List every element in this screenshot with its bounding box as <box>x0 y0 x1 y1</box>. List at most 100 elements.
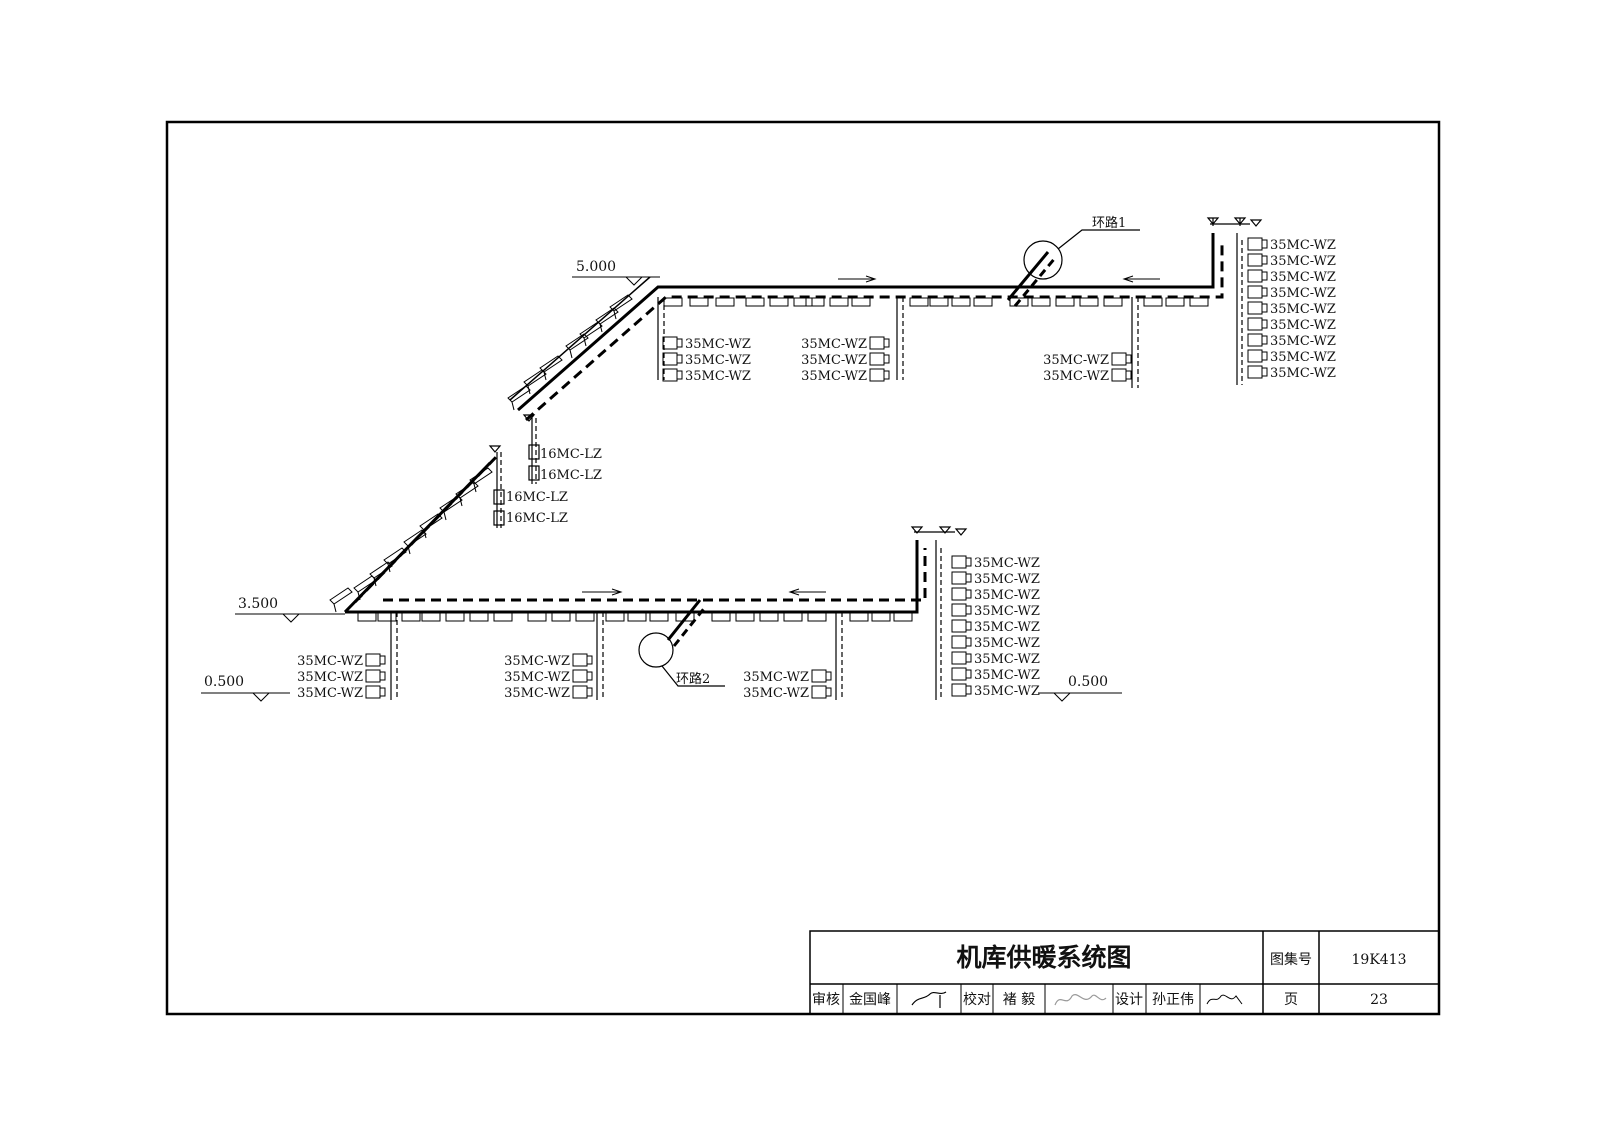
wz-unit: 35MC-WZ <box>951 571 1040 587</box>
unit-heater <box>565 333 589 359</box>
check-label: 校对 <box>963 991 991 1008</box>
unit-heater <box>445 612 465 622</box>
unit-heater <box>609 294 633 320</box>
lz-label-4: 16MC-LZ <box>506 511 568 526</box>
wz-unit-label: 35MC-WZ <box>974 556 1040 571</box>
wz-unit-label: 35MC-WZ <box>1270 318 1336 333</box>
wz-unit-label: 35MC-WZ <box>801 337 867 352</box>
wz-unit-label: 35MC-WZ <box>1270 366 1336 381</box>
wz-unit: 35MC-WZ <box>662 352 751 368</box>
wz-unit-label: 35MC-WZ <box>974 588 1040 603</box>
unit-heater <box>493 612 513 622</box>
unit-heater <box>421 612 441 622</box>
unit-heater <box>951 297 971 307</box>
reviewer-name: 金国峰 <box>849 992 891 1008</box>
wz-unit: 35MC-WZ <box>504 669 593 685</box>
wz-unit: 35MC-WZ <box>504 685 593 701</box>
wz-unit-label: 35MC-WZ <box>1270 334 1336 349</box>
elevation-0500-left-marker <box>201 692 290 702</box>
drawing-frame <box>165 120 1441 1016</box>
wz-unit: 35MC-WZ <box>801 352 890 368</box>
wz-unit: 35MC-WZ <box>504 653 593 669</box>
wz-unit-label: 35MC-WZ <box>974 572 1040 587</box>
wz-unit-label: 35MC-WZ <box>504 686 570 701</box>
wz-unit: 35MC-WZ <box>801 336 890 352</box>
unit-heater <box>627 612 647 622</box>
wz-unit-label: 35MC-WZ <box>1043 369 1109 384</box>
unit-heater <box>663 297 683 307</box>
wz-unit-label: 35MC-WZ <box>974 668 1040 683</box>
wz-unit-label: 35MC-WZ <box>1270 350 1336 365</box>
unit-heater <box>1055 297 1075 307</box>
unit-heater <box>419 513 443 539</box>
review-label: 审核 <box>812 992 840 1008</box>
wz-unit-label: 35MC-WZ <box>1270 238 1336 253</box>
unit-heater <box>1143 297 1163 307</box>
wz-unit-label: 35MC-WZ <box>297 686 363 701</box>
wz-unit: 35MC-WZ <box>951 651 1040 667</box>
unit-heater <box>403 529 427 555</box>
atlas-number: 19K413 <box>1352 952 1407 968</box>
upper-vertent-cluster <box>1206 217 1263 227</box>
upper-loop-piping <box>509 233 1224 422</box>
page-number: 23 <box>1370 992 1388 1008</box>
designer-signature <box>1206 994 1243 1005</box>
unit-heater <box>469 612 489 622</box>
lower-loop-piping <box>343 451 927 614</box>
loop2-marker <box>638 599 725 687</box>
elevation-0500-right-label: 0.500 <box>1068 674 1108 690</box>
wz-unit: 35MC-WZ <box>951 587 1040 603</box>
unit-heater <box>973 297 993 307</box>
wz-unit-label: 35MC-WZ <box>974 620 1040 635</box>
unit-heater <box>783 612 803 622</box>
unit-heater <box>1009 297 1029 307</box>
wz-unit-label: 35MC-WZ <box>1270 302 1336 317</box>
unit-heater <box>711 612 731 622</box>
elevation-5000-marker <box>572 276 660 286</box>
wz-unit-label: 35MC-WZ <box>743 686 809 701</box>
unit-heater <box>329 587 353 613</box>
wz-unit: 35MC-WZ <box>1247 301 1336 317</box>
upper-flow-arrows <box>838 275 1160 283</box>
loop1-label: 环路1 <box>1092 215 1126 231</box>
unit-heater <box>715 297 735 307</box>
lower-flow-arrows <box>582 588 826 596</box>
unit-heater <box>1103 297 1123 307</box>
wz-unit-label: 35MC-WZ <box>801 353 867 368</box>
wz-unit-label: 35MC-WZ <box>504 654 570 669</box>
wz-unit: 35MC-WZ <box>1247 349 1336 365</box>
atlas-label: 图集号 <box>1270 951 1312 968</box>
upper-diagonal-heaters <box>507 294 633 411</box>
wz-unit: 35MC-WZ <box>1247 253 1336 269</box>
lz-label-3: 16MC-LZ <box>506 490 568 505</box>
unit-heater <box>579 321 603 347</box>
unit-heater <box>849 612 869 622</box>
wz-unit: 35MC-WZ <box>951 683 1040 699</box>
wz-unit: 35MC-WZ <box>951 619 1040 635</box>
lower-vent-cluster <box>910 526 968 536</box>
upper-unit-boxes: 35MC-WZ35MC-WZ35MC-WZ35MC-WZ35MC-WZ35MC-… <box>662 237 1336 384</box>
wz-unit-label: 35MC-WZ <box>1270 270 1336 285</box>
lower-unit-boxes: 35MC-WZ35MC-WZ35MC-WZ35MC-WZ35MC-WZ35MC-… <box>297 555 1040 701</box>
unit-heater <box>523 369 547 395</box>
unit-heater <box>605 612 625 622</box>
elevation-3500-marker <box>235 613 345 623</box>
wz-unit-label: 35MC-WZ <box>801 369 867 384</box>
wz-unit: 35MC-WZ <box>1247 333 1336 349</box>
wz-unit-label: 35MC-WZ <box>504 670 570 685</box>
unit-heater <box>1165 297 1185 307</box>
wz-unit-label: 35MC-WZ <box>1270 254 1336 269</box>
elevation-5000-label: 5.000 <box>576 259 616 275</box>
unit-heater <box>377 612 397 622</box>
unit-heater <box>1189 297 1209 307</box>
lz-risers <box>488 414 540 528</box>
lower-heaters-row <box>357 612 913 622</box>
upper-drops <box>657 233 1243 388</box>
unit-heater <box>527 612 547 622</box>
unit-heater <box>851 297 871 307</box>
wz-unit: 35MC-WZ <box>297 685 386 701</box>
lz-label-1: 16MC-LZ <box>540 447 602 462</box>
wz-unit-label: 35MC-WZ <box>974 636 1040 651</box>
wz-unit: 35MC-WZ <box>743 685 832 701</box>
unit-heater <box>745 297 765 307</box>
